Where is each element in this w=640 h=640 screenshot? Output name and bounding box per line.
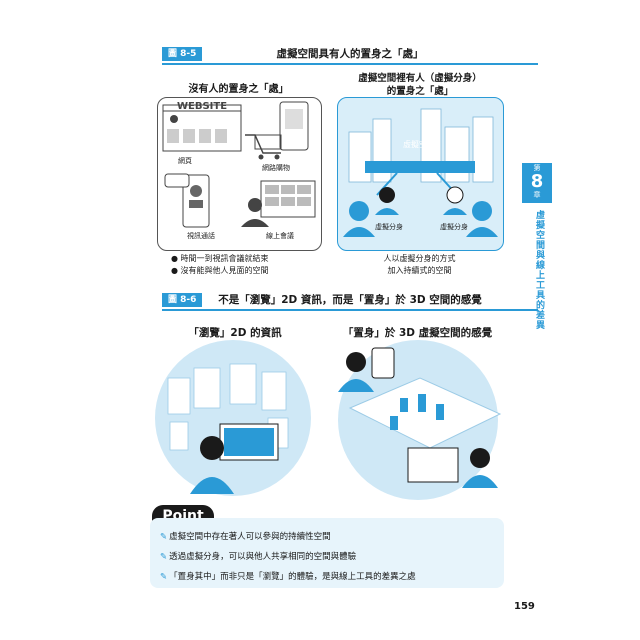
point-line-3: ✎「置身其中」而非只是「瀏覽」的體驗，是與線上工具的差異之處	[160, 572, 416, 582]
figure-8-6-header: 圖 8-6 不是「瀏覽」2D 資訊，而是「置身」於 3D 空間的感覺	[162, 293, 538, 311]
figure-tag: 圖 8-6	[162, 293, 203, 307]
chapter-number: 8	[530, 171, 544, 192]
label-avatar-2: 虛擬分身	[440, 223, 468, 231]
browse-heading: 「瀏覽」2D 的資訊	[188, 327, 282, 339]
chapter-title-vertical: 虛擬空間與線上工具的差異	[534, 210, 544, 330]
figure-8-5-header: 圖 8-5 虛擬空間具有人的置身之「處」	[162, 47, 538, 65]
label-virtual-space: 虛擬空間	[403, 140, 435, 149]
label-web: 網頁	[178, 157, 192, 165]
left-heading: 沒有人的置身之「處」	[188, 84, 289, 95]
virtual-space-illustration	[343, 108, 498, 237]
pencil-icon: ✎	[160, 552, 168, 562]
online-tools-illustration	[162, 101, 316, 228]
chapter-tab: 第 8 章	[522, 163, 552, 203]
label-shop: 網路購物	[262, 164, 290, 172]
right-heading-1: 虛擬空間裡有人（虛擬分身）	[358, 73, 482, 84]
chapter-zhang: 章	[533, 191, 541, 199]
right-caption-1: 人以虛擬分身的方式	[383, 254, 456, 263]
chapter-di: 第	[533, 164, 541, 172]
browse-vs-immersion-illustration	[155, 340, 502, 500]
left-bullet-1: ● 時間一到視訊會議就結束	[171, 254, 269, 263]
label-avatar-1: 虛擬分身	[375, 223, 403, 231]
figure-tag: 圖 8-5	[162, 47, 203, 61]
point-box	[150, 518, 504, 588]
figure-title: 虛擬空間具有人的置身之「處」	[276, 48, 424, 60]
right-caption-2: 加入持續式的空間	[387, 266, 452, 275]
right-heading-2: 的置身之「處」	[386, 86, 454, 97]
point-line-1: ✎虛擬空間中存在著人可以參與的持續性空間	[160, 532, 331, 542]
label-meeting: 線上會議	[266, 232, 294, 240]
point-line-2: ✎透過虛擬分身，可以與他人共享相同的空間與體驗	[160, 552, 357, 562]
pencil-icon: ✎	[160, 532, 168, 542]
website-logo-text: WEBSITE	[177, 101, 228, 112]
pencil-icon: ✎	[160, 572, 168, 582]
label-call: 視訊通話	[187, 232, 215, 240]
page-number: 159	[514, 601, 535, 612]
left-bullet-2: ● 沒有能與他人見面的空間	[171, 266, 269, 275]
immersion-heading: 「置身」於 3D 虛擬空間的感覺	[342, 327, 493, 339]
figure-title: 不是「瀏覽」2D 資訊，而是「置身」於 3D 空間的感覺	[218, 294, 482, 306]
